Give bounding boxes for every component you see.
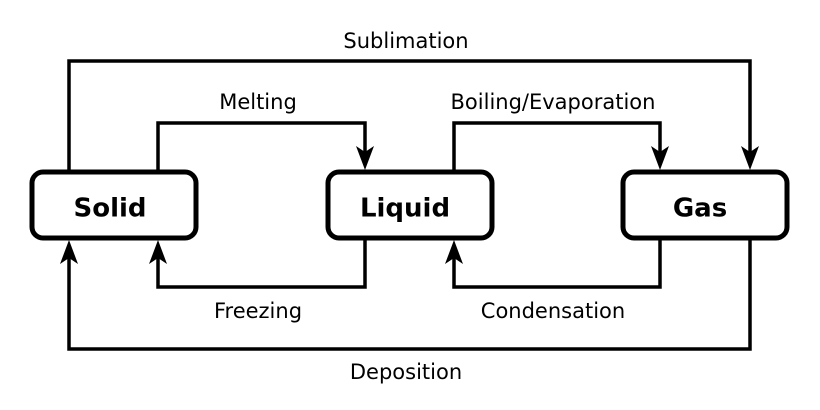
sublimation-arrow bbox=[67, 59, 759, 172]
solid-state-box: Solid bbox=[29, 169, 199, 241]
solid-label: Solid bbox=[73, 194, 146, 224]
freezing-label: Freezing bbox=[214, 299, 302, 323]
liquid-state-box: Liquid bbox=[325, 169, 495, 241]
gas-state-box: Gas bbox=[620, 169, 790, 241]
boiling-arrow bbox=[452, 121, 669, 172]
deposition-label: Deposition bbox=[350, 360, 462, 384]
melting-arrow bbox=[156, 121, 374, 172]
condensation-arrow bbox=[445, 238, 662, 289]
deposition-arrow bbox=[60, 238, 752, 351]
melting-label: Melting bbox=[219, 90, 297, 114]
boiling-evaporation-label: Boiling/Evaporation bbox=[451, 90, 656, 114]
condensation-label: Condensation bbox=[481, 299, 625, 323]
liquid-label: Liquid bbox=[360, 194, 450, 224]
sublimation-label: Sublimation bbox=[343, 29, 468, 53]
freezing-arrow bbox=[149, 238, 367, 289]
gas-label: Gas bbox=[673, 194, 727, 224]
